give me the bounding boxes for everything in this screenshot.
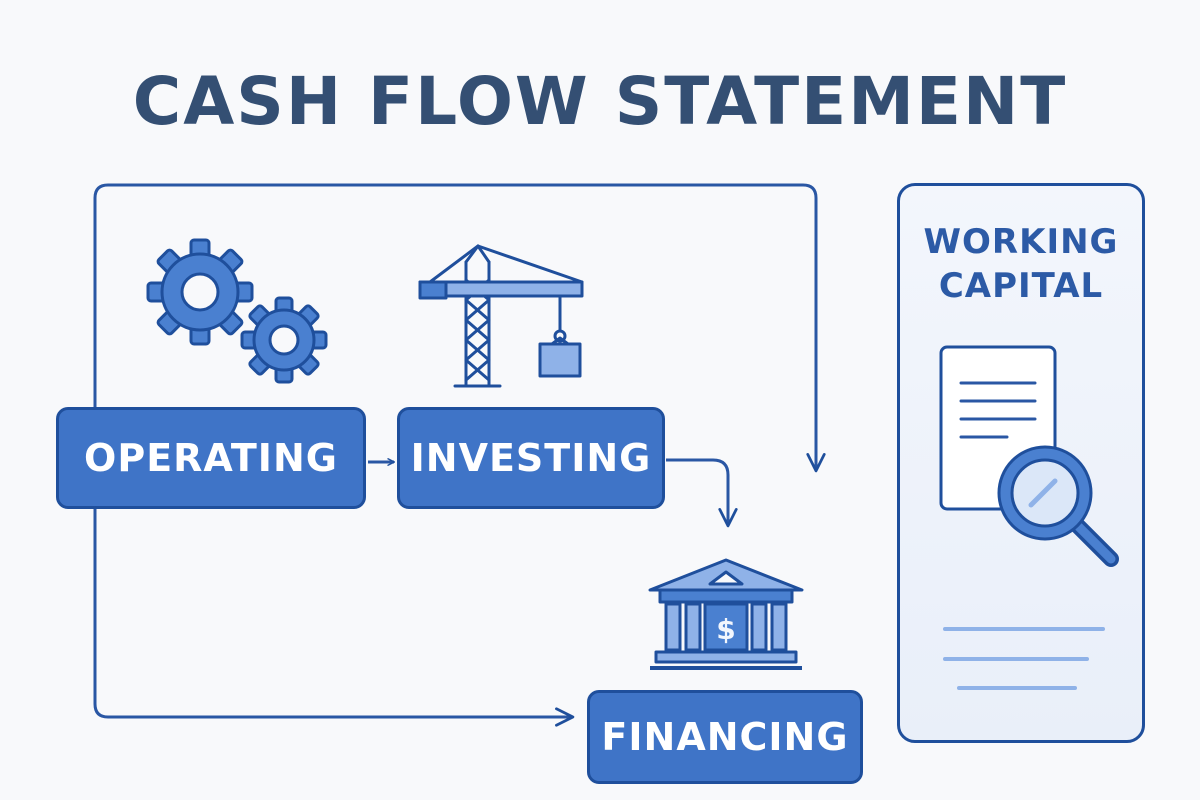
operating-node: OPERATING	[56, 407, 366, 509]
working-capital-title-line2: CAPITAL	[938, 266, 1104, 306]
arrow-investing-financing	[666, 458, 738, 528]
working-capital-title: WORKING CAPITAL	[900, 220, 1142, 308]
investing-node: INVESTING	[397, 407, 665, 509]
gears-icon	[146, 238, 328, 384]
working-capital-title-line1: WORKING	[923, 222, 1119, 262]
bank-dollar-icon: $	[648, 558, 804, 670]
loop-arrow-bottom	[93, 509, 575, 727]
financing-node: FINANCING	[587, 690, 863, 784]
loop-arrow-top	[93, 183, 826, 473]
svg-text:$: $	[716, 613, 735, 646]
working-capital-panel: WORKING CAPITAL	[897, 183, 1145, 743]
document-magnifier-icon	[939, 345, 1119, 690]
page-title: CASH FLOW STATEMENT	[132, 63, 1068, 140]
crane-icon	[418, 244, 584, 388]
